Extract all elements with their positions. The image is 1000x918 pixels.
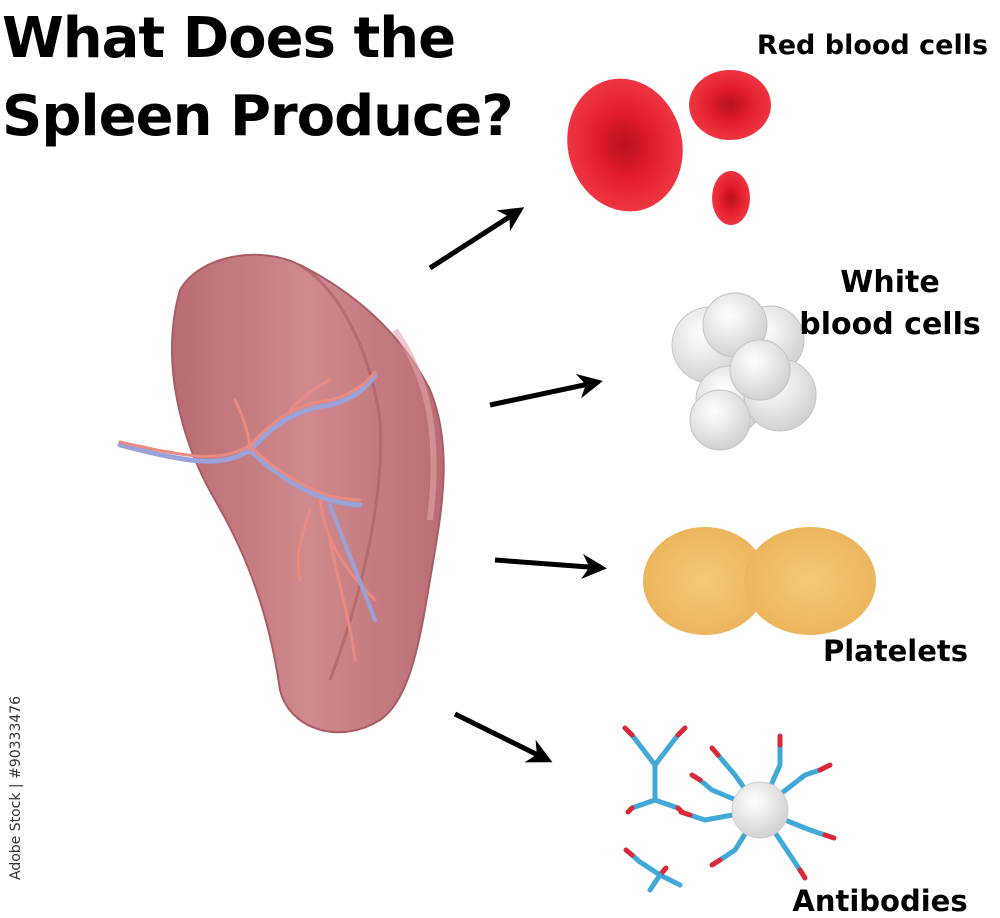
spleen-illustration — [117, 253, 445, 734]
platelets-illustration — [643, 527, 876, 635]
antibody-single-bottom — [623, 847, 683, 893]
white-blood-cells-illustration — [671, 292, 817, 451]
arrows — [428, 207, 607, 763]
arrow-to-red-blood-cells — [428, 207, 525, 271]
diagram-title: What Does the Spleen Produce? — [2, 6, 514, 149]
antibody-cluster — [678, 733, 837, 881]
arrow-to-antibodies — [453, 711, 553, 763]
label-red-blood-cells: Red blood cells — [756, 30, 989, 61]
antibodies-illustration — [622, 725, 837, 893]
red-blood-cells-illustration — [567, 70, 771, 225]
stock-id-watermark: Adobe Stock | #90333476 — [8, 695, 24, 880]
label-platelets: Platelets — [822, 634, 969, 668]
antibody-single-top — [622, 725, 688, 815]
arrow-to-white-blood-cells — [489, 373, 603, 408]
blood-vessels — [117, 370, 378, 662]
label-antibodies: Antibodies — [792, 884, 968, 918]
arrow-to-platelets — [494, 554, 607, 579]
label-white-blood-cells: White blood cells — [799, 265, 981, 342]
